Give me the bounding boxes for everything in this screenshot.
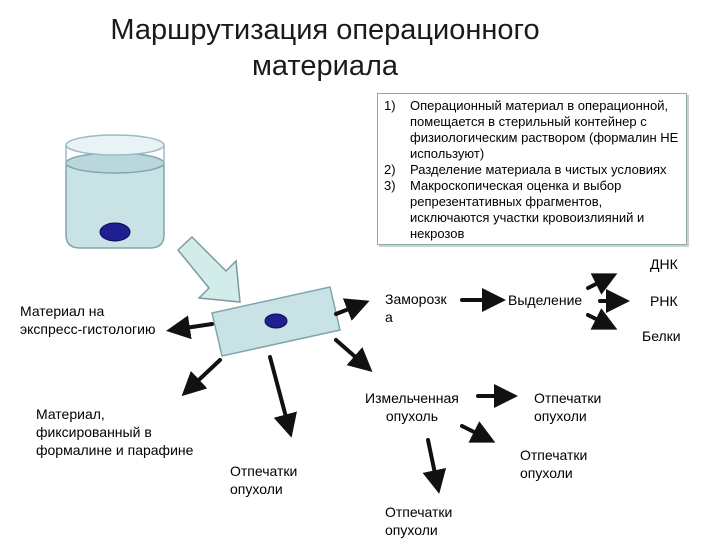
arrow-to-prints-right-mid xyxy=(460,421,496,443)
arrow-to-minced xyxy=(334,338,373,372)
arrow-to-express xyxy=(166,315,214,340)
title-line-2: материала xyxy=(251,50,399,82)
label-minced-tumor: Измельченная опухоль xyxy=(365,390,459,424)
label-prints-bottom: Отпечатки опухоли xyxy=(385,504,453,538)
arrow-to-prints-bottom xyxy=(422,438,447,494)
step-item: 1)Операционный материал в операционной, … xyxy=(384,98,679,161)
arrow-to-dna xyxy=(586,273,618,295)
label-formalin-material: Материал, фиксированный в формалине и па… xyxy=(36,406,194,458)
label-proteins: Белки xyxy=(642,328,681,344)
glass-slide-icon xyxy=(211,286,341,357)
arrow-to-prints-center xyxy=(268,355,297,438)
label-express-histology: Материал на экспресс-гистологию xyxy=(20,303,156,337)
title-line-1: Маршрутизация операционного xyxy=(110,14,540,46)
page-title: Маршрутизация операционного материала xyxy=(0,12,720,84)
arrow-to-frozen xyxy=(334,298,370,321)
label-prints-right-mid: Отпечатки опухоли xyxy=(520,447,588,481)
arrow-to-formalin xyxy=(181,358,222,397)
tissue-sample-icon xyxy=(99,222,131,242)
label-extraction: Выделение xyxy=(508,292,583,308)
label-prints-center: Отпечатки опухоли xyxy=(230,463,298,497)
label-dna: ДНК xyxy=(650,256,678,272)
beaker-icon xyxy=(65,134,165,249)
label-rna: РНК xyxy=(650,293,678,309)
hollow-arrow-icon xyxy=(176,235,241,303)
steps-box: 1)Операционный материал в операционной, … xyxy=(377,93,687,245)
arrow-to-proteins xyxy=(586,308,618,330)
label-frozen: Заморозк а xyxy=(385,291,447,325)
label-prints-right-top: Отпечатки опухоли xyxy=(534,390,602,424)
step-item: 3)Макроскопическая оценка и выбор репрез… xyxy=(384,178,645,241)
step-item: 2)Разделение материала в чистых условиях xyxy=(384,162,667,177)
